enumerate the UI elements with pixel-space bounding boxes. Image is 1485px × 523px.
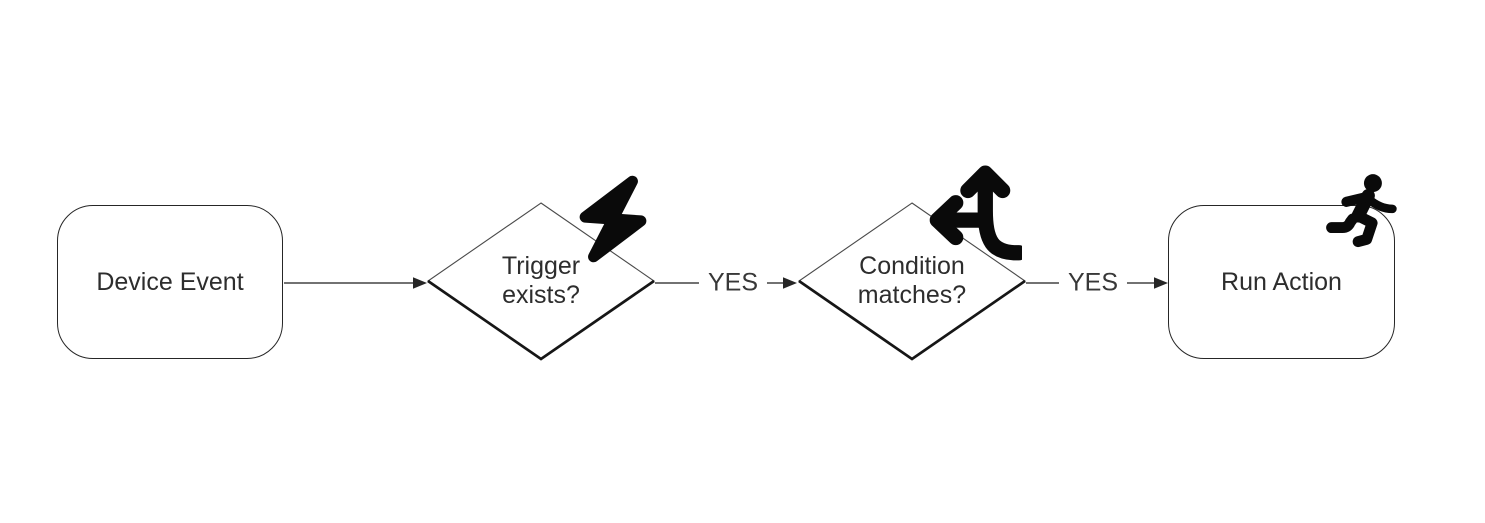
device-event-node: Device Event <box>57 205 283 359</box>
device-event-label: Device Event <box>96 267 244 296</box>
arrowhead-icon <box>413 277 427 289</box>
edge-label-yes-2: YES <box>1058 268 1128 298</box>
edge-device-event-to-trigger-exists <box>284 277 427 289</box>
arrowhead-icon <box>783 277 797 289</box>
split-arrows-icon <box>929 165 1022 261</box>
edge-label-yes-1: YES <box>698 268 768 298</box>
arrowhead-icon <box>1154 277 1168 289</box>
running-person-icon <box>1326 174 1397 248</box>
run-action-label: Run Action <box>1221 267 1342 296</box>
lightning-bolt-icon <box>579 175 647 263</box>
condition-matches-node <box>798 202 1026 361</box>
run-action-node: Run Action <box>1168 205 1395 359</box>
